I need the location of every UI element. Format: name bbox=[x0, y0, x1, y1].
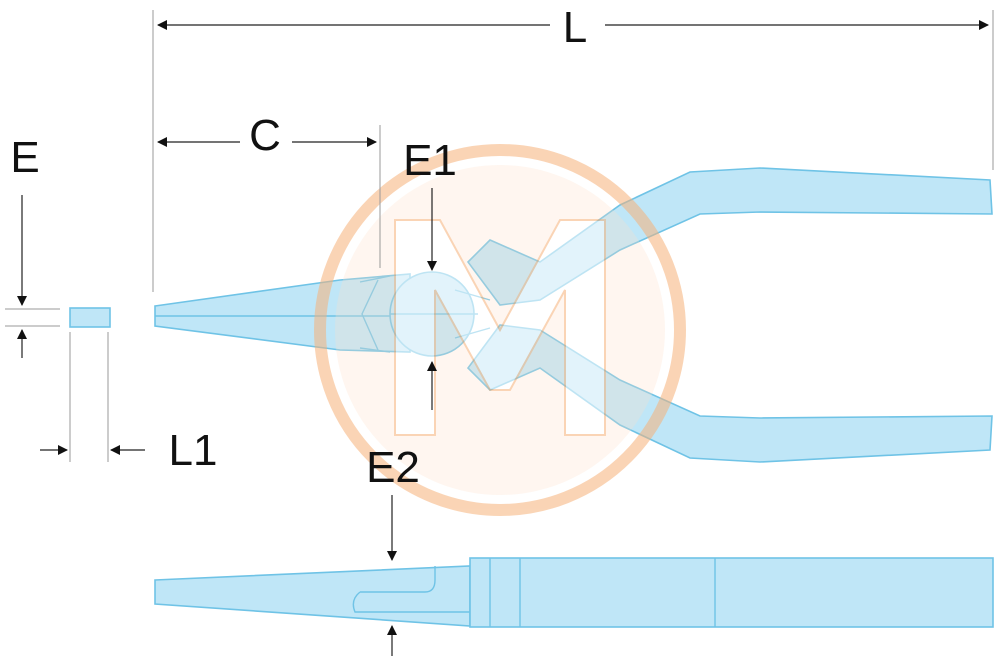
side-body bbox=[469, 557, 994, 628]
label-E: E bbox=[10, 133, 39, 182]
label-L: L bbox=[563, 3, 587, 52]
label-C: C bbox=[249, 111, 281, 160]
lower-handle bbox=[466, 324, 993, 463]
label-E1: E1 bbox=[403, 136, 457, 185]
side-nose bbox=[154, 565, 471, 627]
label-L1: L1 bbox=[169, 426, 218, 475]
label-E2: E2 bbox=[366, 443, 420, 492]
watermark-logo bbox=[314, 144, 686, 516]
tip-section bbox=[69, 307, 111, 328]
pliers-side-view bbox=[154, 557, 994, 628]
